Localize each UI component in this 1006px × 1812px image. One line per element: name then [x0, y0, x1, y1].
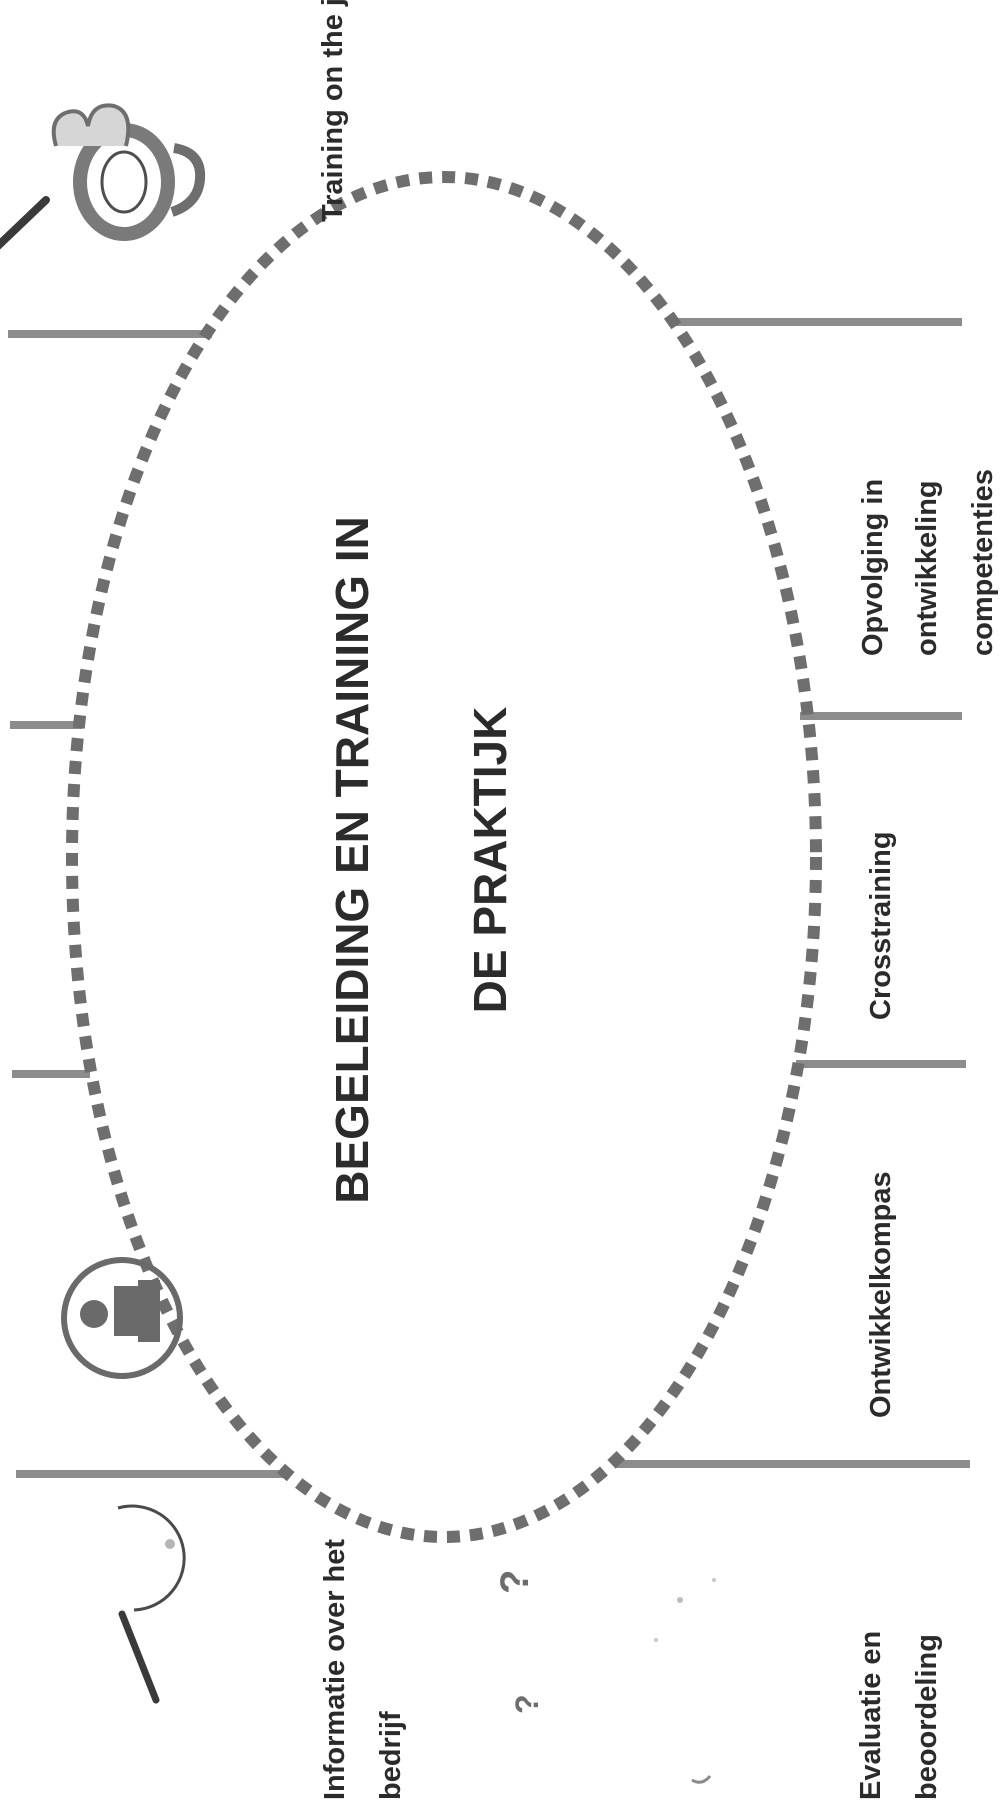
title-line-1: BEGELEIDING EN TRAINING IN	[326, 516, 378, 1203]
segment-ontwikkelkompas: Ontwikkelkompas	[865, 1171, 897, 1418]
job-magnifier-icon	[0, 103, 206, 288]
title-line-2: DE PRAKTIJK	[464, 707, 516, 1014]
segment-ontwikkelkompas-line-1: Ontwikkelkompas	[865, 1171, 897, 1418]
job-icon-j	[170, 143, 206, 217]
segment-opvolging: Opvolging in ontwikkeling competenties	[857, 469, 999, 656]
segment-informatie: Informatie over het bedrijf	[319, 1539, 407, 1800]
segment-informatie-line-2: bedrijf	[375, 1711, 407, 1800]
question-hook	[691, 1775, 712, 1784]
dotted-ellipse	[66, 171, 822, 1543]
segment-training-on-the-job-line-1: Training on the job	[317, 0, 349, 222]
segment-opvolging-line-3: competenties	[967, 469, 999, 656]
info-icon-dot	[80, 1300, 108, 1328]
segment-opvolging-line-1: Opvolging in	[857, 479, 889, 656]
job-icon-o-inner	[100, 150, 148, 214]
job-icon-b	[51, 103, 131, 147]
question-speck-3	[654, 1638, 658, 1642]
question-marks-icon: ? ?	[493, 1570, 716, 1784]
question-mark-large: ?	[493, 1570, 537, 1594]
question-speck-2	[712, 1578, 716, 1582]
job-icon-handle	[0, 196, 50, 288]
magnifier-icon	[117, 1504, 186, 1704]
segment-evaluatie: Evaluatie en beoordeling	[855, 1631, 943, 1800]
question-speck-1	[677, 1597, 683, 1603]
segment-informatie-line-1: Informatie over het	[319, 1539, 351, 1800]
magnifier-icon-sparkle	[165, 1539, 175, 1549]
divider-lines	[8, 318, 970, 1478]
info-icon-ring	[61, 1257, 183, 1379]
segment-crosstraining: Crosstraining	[865, 831, 897, 1020]
center-title: BEGELEIDING EN TRAINING IN DE PRAKTIJK	[326, 516, 516, 1203]
segment-evaluatie-line-2: beoordeling	[911, 1634, 943, 1800]
info-icon	[61, 1257, 183, 1379]
segment-evaluatie-line-1: Evaluatie en	[855, 1631, 887, 1800]
magnifier-icon-lens	[117, 1504, 186, 1612]
segment-training-on-the-job: Training on the job	[317, 0, 349, 222]
info-icon-foot	[138, 1280, 160, 1342]
segment-crosstraining-line-1: Crosstraining	[865, 831, 897, 1020]
segment-opvolging-line-2: ontwikkeling	[911, 480, 943, 656]
magnifier-icon-handle	[118, 1610, 160, 1704]
question-mark-small: ?	[509, 1694, 545, 1714]
